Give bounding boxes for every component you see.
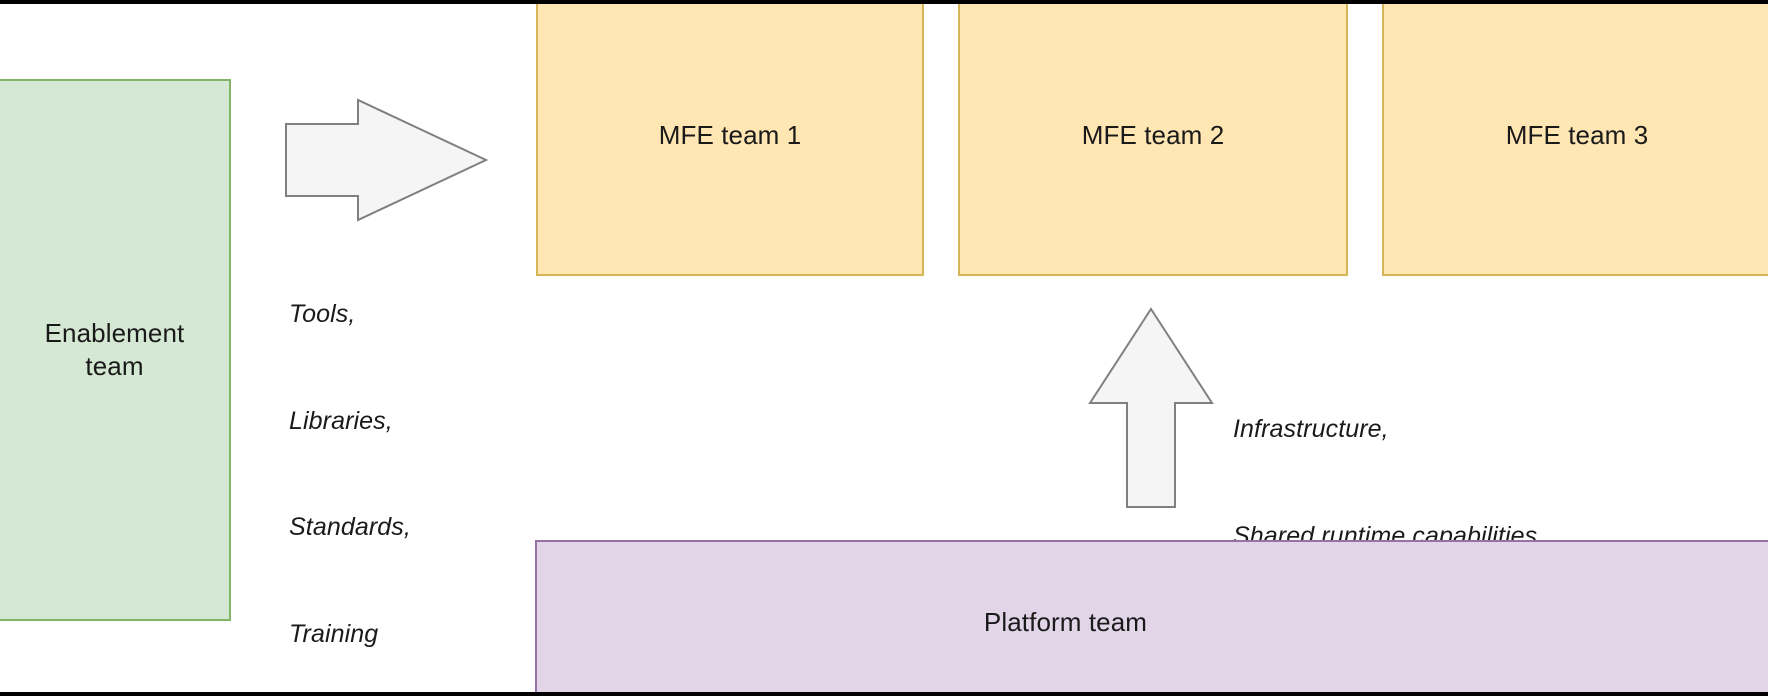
platform-annotation-line-1: Infrastructure, xyxy=(1233,415,1389,443)
arrow-up-icon xyxy=(1088,307,1214,508)
enablement-annotation-line-3: Standards, xyxy=(289,513,411,541)
mfe-team-1-box[interactable]: MFE team 1 xyxy=(536,4,924,276)
platform-team-box[interactable]: Platform team xyxy=(535,540,1768,692)
enablement-team-label: Enablement team xyxy=(45,317,185,384)
arrow-up-shape xyxy=(1088,307,1214,508)
enablement-team-label-line-1: Enablement xyxy=(44,317,185,348)
arrow-right-shape xyxy=(285,98,489,222)
mfe-team-1-label: MFE team 1 xyxy=(658,120,802,151)
enablement-team-box[interactable]: Enablement team xyxy=(0,79,231,621)
platform-team-label: Platform team xyxy=(983,607,1148,637)
enablement-annotation: Tools, Libraries, Standards, Training xyxy=(289,226,411,692)
enablement-annotation-line-4: Training xyxy=(289,619,379,648)
mfe-team-2-label: MFE team 2 xyxy=(1081,120,1225,151)
mfe-team-3-box[interactable]: MFE team 3 xyxy=(1382,4,1768,276)
arrow-right-icon xyxy=(285,98,489,222)
enablement-team-label-line-2: team xyxy=(85,351,144,381)
enablement-annotation-line-1: Tools, xyxy=(289,300,356,328)
mfe-team-2-box[interactable]: MFE team 2 xyxy=(958,4,1348,276)
enablement-annotation-line-2: Libraries, xyxy=(289,406,393,435)
mfe-team-3-label: MFE team 3 xyxy=(1505,120,1649,151)
